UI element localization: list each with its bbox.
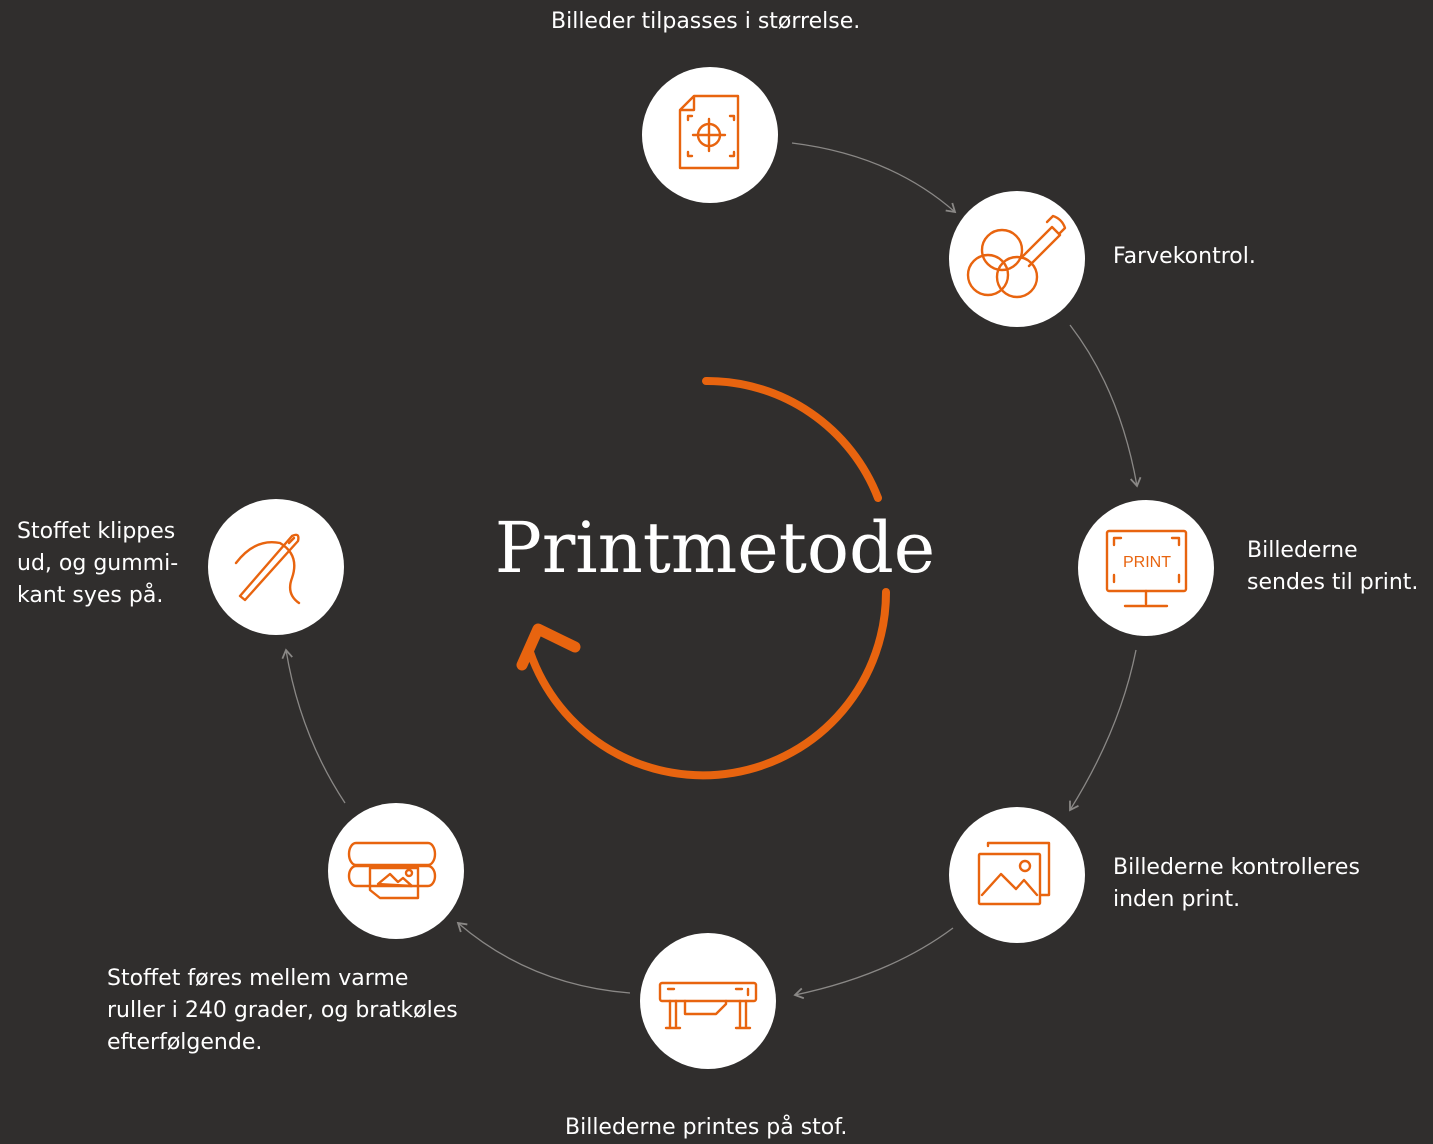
- color-circles-dropper-icon: [966, 214, 1067, 299]
- step-4-label: Billederne kontrolleres inden print.: [1113, 855, 1360, 912]
- step-7-node: [208, 499, 344, 635]
- connector-arrow-4: [793, 927, 954, 1000]
- step-2-label: Farvekontrol.: [1113, 244, 1256, 269]
- step-2-node: [949, 191, 1085, 327]
- step-3-node: PRINT: [1078, 500, 1214, 636]
- print-monitor-icon: [1105, 529, 1188, 608]
- step-3-label: Billederne sendes til print.: [1247, 538, 1419, 595]
- image-gallery-icon: [977, 841, 1051, 906]
- step-7-label: Stoffet klippes ud, og gummi- kant syes …: [17, 519, 179, 608]
- step-1-node: [642, 67, 778, 203]
- step-1-label: Billeder tilpasses i størrelse.: [551, 9, 861, 34]
- cycle-arrow: [526, 376, 891, 780]
- document-target-icon: [678, 94, 740, 170]
- step-6-node: [328, 803, 464, 939]
- connector-arrow-2: [1069, 324, 1142, 488]
- cycle-arrowhead: [516, 623, 581, 671]
- needle-thread-icon: [234, 533, 301, 605]
- connector-arrow-1: [791, 142, 957, 214]
- print-icon-text: PRINT: [1123, 554, 1171, 571]
- step-5-node: [640, 933, 776, 1069]
- heat-rollers-icon: [347, 841, 437, 900]
- diagram-title: Printmetode: [494, 507, 936, 589]
- connector-arrows: [281, 142, 1142, 1000]
- large-format-printer-icon: [658, 981, 758, 1030]
- connector-arrow-5: [456, 921, 631, 994]
- connector-arrow-3: [1069, 649, 1137, 812]
- connector-arrow-6: [281, 648, 346, 804]
- step-5-label: Billederne printes på stof.: [565, 1115, 848, 1140]
- step-6-label: Stoffet føres mellem varme ruller i 240 …: [107, 966, 458, 1055]
- step-4-node: [949, 807, 1085, 943]
